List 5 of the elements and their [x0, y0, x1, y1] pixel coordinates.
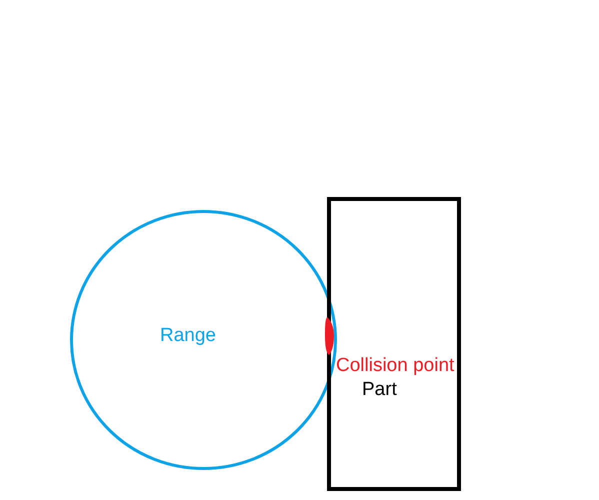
node-label: Range [160, 325, 216, 347]
annotation-label: Collision point [336, 355, 454, 377]
node-label: Part [362, 379, 397, 401]
rectangle-node [327, 197, 461, 491]
circle-node [70, 210, 337, 470]
